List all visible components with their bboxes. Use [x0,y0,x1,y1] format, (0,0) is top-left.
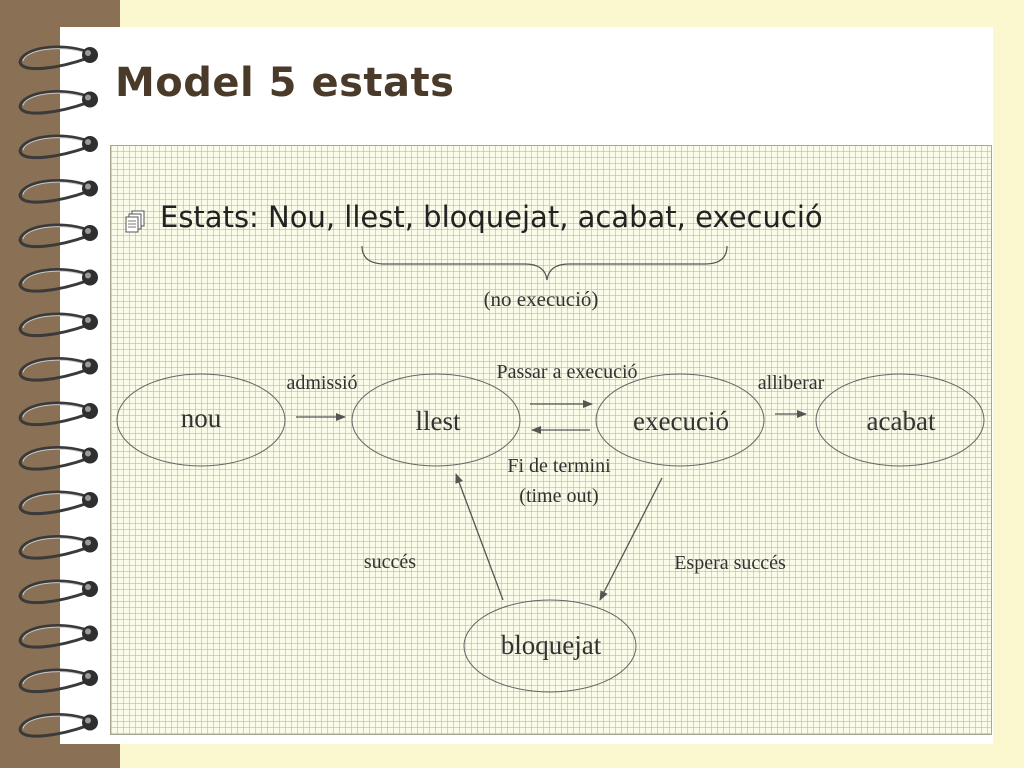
brace-label: (no execució) [484,287,599,311]
label-admissio: admissió [286,372,357,394]
spiral-ring-highlight [22,137,87,151]
binding-hole-shine [85,183,91,190]
state-nou-ellipse [116,373,286,467]
binding-hole-shine [85,450,91,457]
state-bloquejat-ellipse [463,599,637,693]
spiral-ring [18,90,89,115]
spiral-ring [18,401,89,427]
binding-hole-shine [85,50,91,56]
binding-hole-shine [85,717,91,724]
spiral-ring-highlight [22,448,87,462]
spiral-ring-highlight [22,181,87,195]
spiral-ring-highlight [22,582,87,596]
spiral-ring [18,535,89,560]
binding-hole-shine [85,495,91,501]
label-passar-a-execucio: Passar a execució [496,361,637,383]
spiral-ring-highlight [22,626,87,640]
spiral-ring [18,312,89,338]
state-bloquejat-label: bloquejat [501,630,602,660]
label-succes: succés [364,551,416,573]
spiral-ring [18,134,89,160]
state-execucio-label: execució [633,406,729,436]
binding-hole-shine [85,272,91,279]
brace [361,245,728,281]
state-acabat-label: acabat [867,406,936,436]
binding-hole-shine [85,673,91,679]
spiral-ring-highlight [22,92,87,106]
arrow-succes [455,473,504,601]
binding-hole-shine [85,139,91,145]
spiral-ring-highlight [22,270,87,284]
binding-hole-shine [85,317,91,323]
spiral-ring [18,446,89,471]
slide-title: Model 5 estats [115,60,455,106]
bullet-states-text: Estats: Nou, llest, bloquejat, acabat, e… [160,200,823,234]
spiral-ring [18,179,89,204]
spiral-ring-highlight [22,315,87,329]
spiral-ring-highlight [22,715,87,729]
spiral-ring [18,268,89,293]
spiral-ring [18,45,89,71]
spiral-ring-highlight [22,537,87,551]
binding-hole-shine [85,628,91,635]
binding-hole-shine [85,94,91,101]
label-alliberar: alliberar [758,372,825,394]
spiral-ring [18,490,89,516]
state-nou-label: nou [181,403,222,433]
label-espera-succes: Espera succés [674,552,786,574]
label-time-out: (time out) [519,485,598,507]
spiral-ring [18,223,89,249]
spiral-ring [18,579,89,605]
state-llest-ellipse [351,373,521,467]
binding-hole-shine [85,406,91,412]
content-panel [110,145,992,735]
arrow-espera-succes [599,477,663,601]
binding-hole-shine [85,361,91,368]
bullet-pages-icon [125,210,145,233]
state-acabat-ellipse [815,373,985,467]
spiral-ring [18,624,89,649]
state-llest-label: llest [416,406,461,436]
spiral-ring-highlight [22,226,87,240]
spiral-ring [18,357,89,382]
binding-hole-shine [85,584,91,590]
binding-hole-shine [85,539,91,546]
binding-hole-shine [85,228,91,234]
spiral-ring-highlight [22,493,87,507]
spiral-ring [18,713,89,738]
spiral-binding [18,45,98,738]
spiral-ring [18,668,89,694]
spiral-ring-highlight [22,359,87,373]
spiral-ring-highlight [22,404,87,418]
state-execucio-ellipse [595,373,765,467]
label-fi-de-termini: Fi de termini [507,455,611,477]
spiral-ring-highlight [22,48,87,62]
spiral-ring-highlight [22,671,87,685]
